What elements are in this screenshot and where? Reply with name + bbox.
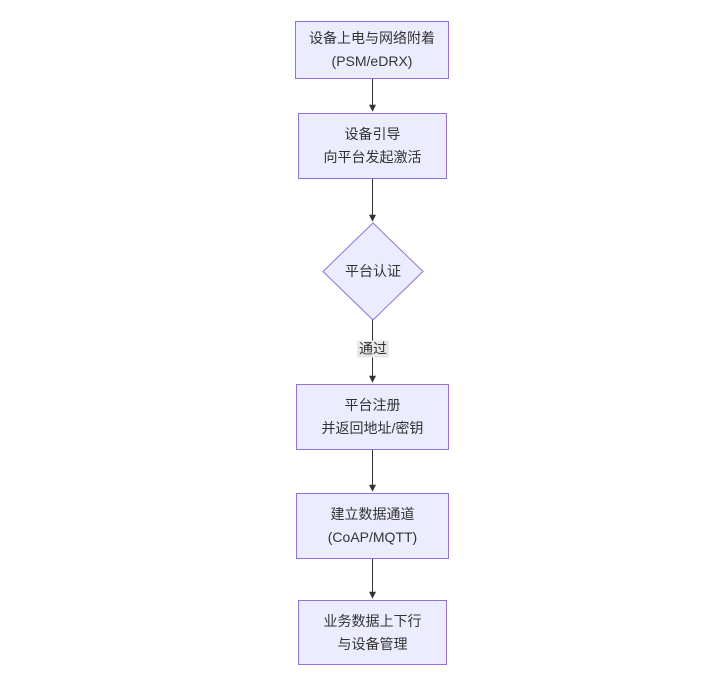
node-business-data: 业务数据上下行 与设备管理 (298, 600, 447, 665)
node-text: 设备引导 (344, 126, 401, 142)
node-text: 设备上电与网络附着 (309, 30, 435, 46)
node-text: 平台认证 (345, 263, 401, 279)
node-text: 并返回地址/密钥 (321, 420, 424, 436)
node-text: 建立数据通道 (330, 506, 415, 522)
node-text: 业务数据上下行 (323, 612, 422, 629)
node-bootstrap: 设备引导 向平台发起激活 (298, 113, 447, 179)
node-text: (CoAP/MQTT) (327, 529, 418, 545)
node-text: 平台注册 (344, 397, 401, 413)
node-data-channel: 建立数据通道 (CoAP/MQTT) (296, 493, 449, 559)
node-text: (PSM/eDRX) (331, 53, 413, 69)
node-text: 与设备管理 (337, 635, 408, 652)
node-platform-auth: 平台认证 (323, 223, 423, 320)
node-power-attach: 设备上电与网络附着 (PSM/eDRX) (295, 21, 449, 79)
node-text: 向平台发起激活 (323, 149, 422, 165)
node-platform-register: 平台注册 并返回地址/密钥 (296, 384, 449, 450)
node-platform-auth-diamond-shape (322, 222, 424, 321)
edge-label-pass: 通过 (357, 340, 389, 358)
